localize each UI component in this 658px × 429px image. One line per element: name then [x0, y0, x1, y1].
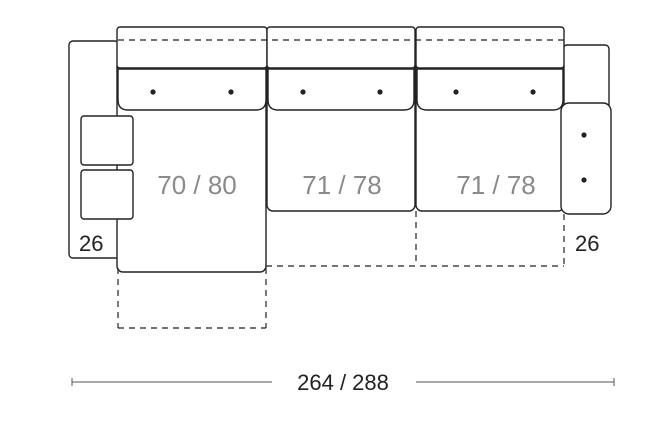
pillow-1: [80, 115, 134, 166]
extended-options-outline: [117, 39, 565, 329]
back-cushion-3: [416, 68, 564, 111]
back-cushion-1: [117, 68, 267, 111]
armrest-right-width-label: 26: [575, 231, 599, 256]
seat-module-3: [415, 26, 565, 212]
backrest-2: [266, 26, 416, 69]
pillow-2: [80, 169, 134, 220]
seat-1-dimension-label: 70 / 80: [157, 170, 237, 200]
seat-module-1: [116, 26, 268, 273]
seat-module-2: [266, 26, 416, 212]
button-dot: [377, 89, 383, 95]
button-dot: [530, 89, 536, 95]
backrest-3: [415, 26, 565, 69]
backrest-1: [116, 26, 268, 69]
button-dot: [581, 132, 587, 138]
overall-width-label: 264 / 288: [297, 370, 389, 395]
button-dot: [581, 177, 587, 183]
button-dot: [228, 89, 234, 95]
button-dot: [150, 89, 156, 95]
seat-2-dimension-label: 71 / 78: [302, 170, 382, 200]
side-cushion-right: [560, 102, 612, 215]
seat-3-dimension-label: 71 / 78: [456, 170, 536, 200]
armrest-left-width-label: 26: [79, 231, 103, 256]
overall-width-dimension: 264 / 288: [71, 370, 615, 395]
button-dot: [300, 89, 306, 95]
button-dot: [453, 89, 459, 95]
back-cushion-2: [267, 68, 415, 111]
